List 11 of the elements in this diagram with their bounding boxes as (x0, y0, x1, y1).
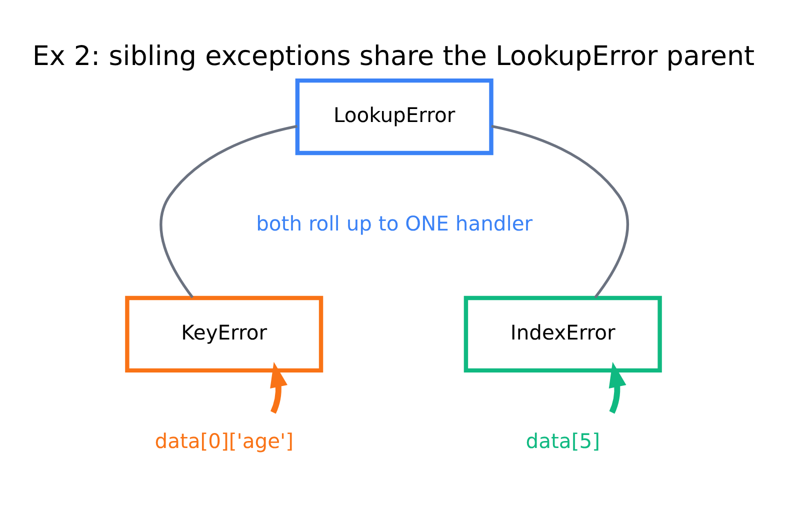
connector (491, 124, 629, 298)
connector (160, 124, 298, 298)
node-box: IndexError (464, 296, 662, 373)
node-box: KeyError (125, 296, 324, 373)
node-text: data[0]['age'] (154, 429, 294, 454)
arrow (270, 362, 288, 414)
arrow (608, 362, 626, 414)
node-text: data[5] (526, 429, 600, 454)
label: both roll up to ONE handler (256, 212, 533, 236)
node-box: LookupError (295, 78, 494, 156)
diagram-title: Ex 2: sibling exceptions share the LookupError parent (32, 41, 755, 72)
